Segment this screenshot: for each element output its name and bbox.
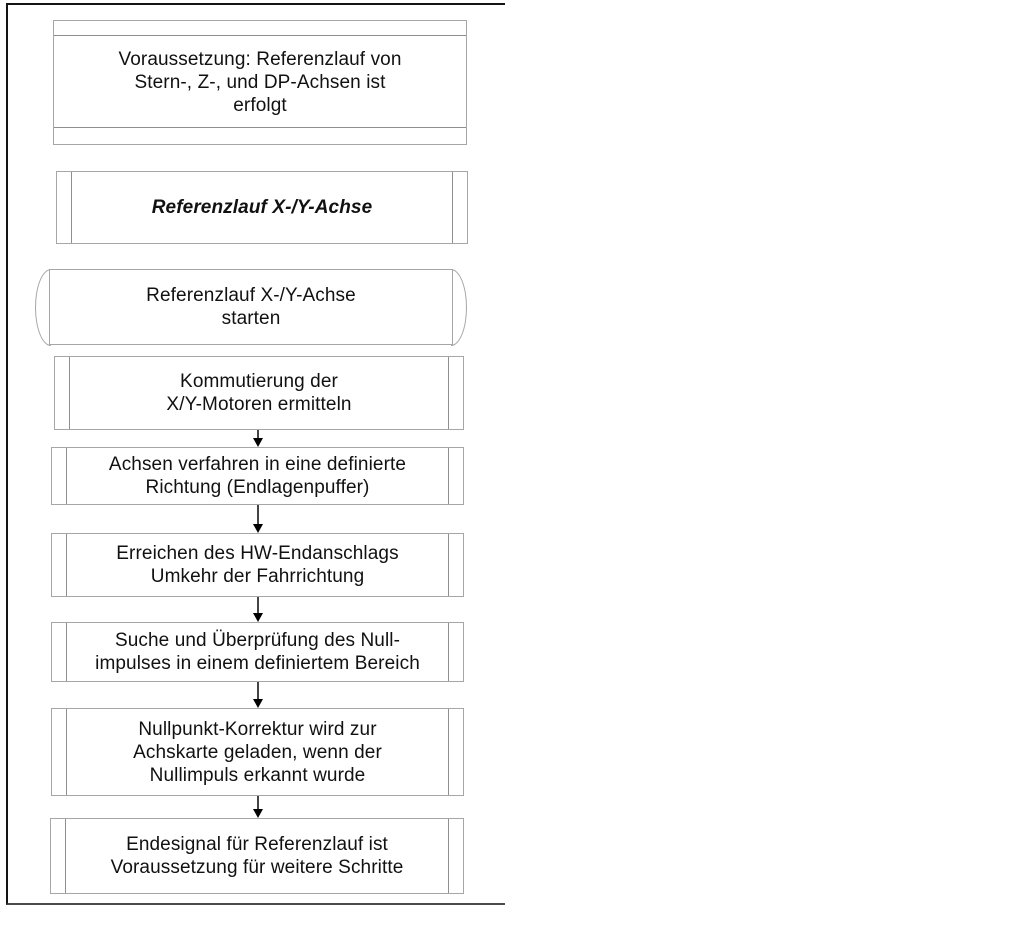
sidebar-line-right [448, 623, 449, 681]
sidebar-line-right [448, 448, 449, 504]
sidebar-line-right [448, 357, 449, 429]
text-line: Referenzlauf X-/Y-Achse [146, 285, 356, 306]
sidebar-line-left [69, 357, 70, 429]
node-precondition: Voraussetzung: Referenzlauf von Stern-, … [53, 20, 467, 145]
sidebar-line-left [66, 709, 67, 795]
sidebar-line-right [448, 534, 449, 596]
flow-arrow [252, 505, 264, 533]
text-line: starten [221, 308, 281, 329]
arrow-stem [257, 796, 259, 809]
cap-line-bottom [54, 127, 466, 128]
node-step-endanschlag: Erreichen des HW-Endanschlags Umkehr der… [51, 533, 464, 597]
node-step-kommutierung: Kommutierung der X/Y-Motoren ermitteln [54, 356, 464, 430]
text-line: Kommutierung der [180, 371, 338, 392]
text-line: Achsen verfahren in eine definierte [108, 454, 407, 475]
text-line: Endesignal für Referenzlauf ist [126, 834, 388, 855]
node-step-endesignal: Endesignal für Referenzlauf ist Vorausse… [50, 818, 464, 894]
node-step-verfahren: Achsen verfahren in eine definierte Rich… [51, 447, 464, 505]
sidebar-line-left [65, 819, 66, 893]
arrow-stem [257, 597, 259, 613]
sidebar-line-right [448, 819, 449, 893]
arrowhead-icon [253, 438, 263, 447]
text-line: Suche und Überprüfung des Null- [114, 630, 401, 651]
text-line: Voraussetzung für weitere Schritte [110, 857, 404, 878]
page-border [6, 3, 505, 905]
sidebar-line-right [452, 172, 453, 243]
node-heading: Referenzlauf X-/Y-Achse [56, 171, 468, 244]
text-line: Voraussetzung: Referenzlauf von [118, 49, 402, 70]
text-line: Referenzlauf X-/Y-Achse [151, 197, 373, 218]
text-line: X/Y-Motoren ermitteln [166, 394, 352, 415]
flow-arrow [252, 796, 264, 818]
text-line: Richtung (Endlagenpuffer) [145, 477, 370, 498]
text-line: Erreichen des HW-Endanschlags [116, 543, 399, 564]
text-line: Umkehr der Fahrrichtung [150, 566, 365, 587]
sidebar-line-left [66, 623, 67, 681]
node-step-nullimpuls-suche: Suche und Überprüfung des Null- impulses… [51, 622, 464, 682]
flow-arrow [252, 682, 264, 708]
terminator-arc-left [35, 268, 51, 346]
node-step-nullpunkt-korrektur: Nullpunkt-Korrektur wird zur Achskarte g… [51, 708, 464, 796]
sidebar-line-left [66, 448, 67, 504]
text-line: Achskarte geladen, wenn der [133, 741, 382, 763]
cap-line-top [54, 35, 466, 36]
arrow-stem [257, 430, 259, 438]
arrowhead-icon [253, 613, 263, 622]
flow-arrow [252, 597, 264, 622]
terminator-arc-right [451, 268, 467, 346]
arrow-stem [257, 505, 259, 524]
arrow-stem [257, 682, 259, 699]
sidebar-line-left [66, 534, 67, 596]
sidebar-line-right [448, 709, 449, 795]
node-start-terminator: Referenzlauf X-/Y-Achse starten [35, 268, 467, 346]
sidebar-line-left [71, 172, 72, 243]
text-line: erfolgt [233, 95, 287, 116]
text-line: Nullpunkt-Korrektur wird zur [138, 718, 377, 740]
arrowhead-icon [253, 809, 263, 818]
arrowhead-icon [253, 524, 263, 533]
text-line: Nullimpuls erkannt wurde [149, 764, 366, 786]
text-line: Stern-, Z-, und DP-Achsen ist [134, 72, 386, 93]
text-line: impulses in einem definiertem Bereich [95, 653, 420, 674]
flow-arrow [252, 430, 264, 447]
arrowhead-icon [253, 699, 263, 708]
